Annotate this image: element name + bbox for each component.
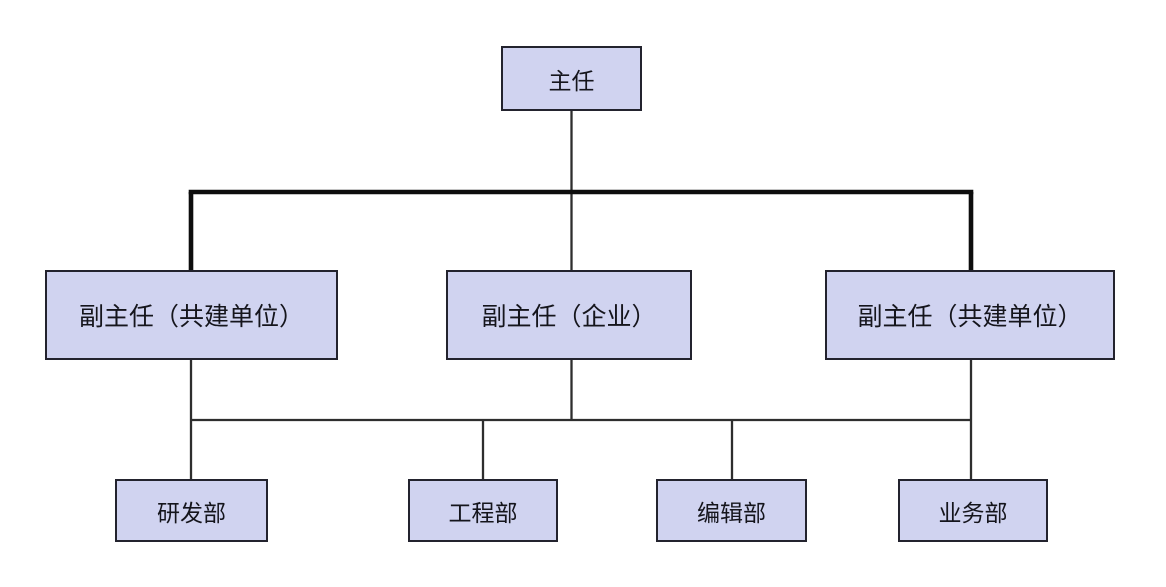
org-node-label: 工程部 bbox=[448, 499, 518, 526]
org-node-label: 主任 bbox=[548, 67, 595, 94]
org-node-label: 业务部 bbox=[938, 499, 1008, 526]
org-node-deputy-middle: 副主任（企业） bbox=[446, 270, 692, 360]
org-node-label: 副主任（共建单位） bbox=[78, 303, 304, 331]
org-node-deputy-left: 副主任（共建单位） bbox=[45, 270, 338, 360]
org-node-label: 编辑部 bbox=[697, 499, 766, 526]
org-node-label: 副主任（共建单位） bbox=[857, 303, 1083, 331]
org-node-dept-rd: 研发部 bbox=[115, 479, 268, 542]
org-node-dept-engineering: 工程部 bbox=[408, 479, 558, 542]
org-node-dept-business: 业务部 bbox=[898, 479, 1048, 542]
org-node-label: 研发部 bbox=[157, 499, 226, 526]
org-node-label: 副主任（企业） bbox=[481, 303, 657, 331]
org-node-deputy-right: 副主任（共建单位） bbox=[825, 270, 1115, 360]
org-node-director: 主任 bbox=[501, 46, 642, 111]
org-node-dept-editorial: 编辑部 bbox=[656, 479, 807, 542]
